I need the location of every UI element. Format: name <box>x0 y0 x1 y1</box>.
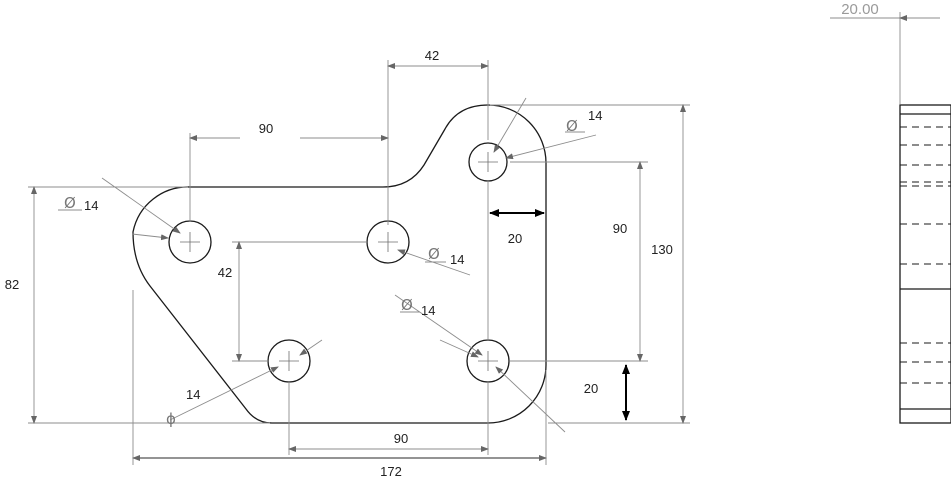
dim-side-thickness: 20.00 <box>841 1 879 18</box>
extension-lines <box>28 60 690 465</box>
callout-5-value: 14 <box>186 387 200 402</box>
dim-overall-width: 172 <box>380 464 402 479</box>
callout-3-value: 14 <box>588 108 602 123</box>
callout-1-symbol: Ø <box>64 194 76 212</box>
dim-right-hole-vertical: 90 <box>613 221 627 236</box>
dim-hole-row-vertical: 42 <box>218 265 232 280</box>
dim-upper-hole-spacing: 90 <box>259 121 273 136</box>
part-outline <box>132 104 547 424</box>
center-marks <box>180 152 498 371</box>
callout-4-symbol: Ø <box>401 296 413 314</box>
callout-4-value: 14 <box>421 303 435 318</box>
dim-edge-offset-right: 20 <box>508 231 522 246</box>
dim-edge-offset-bottom: 20 <box>584 381 598 396</box>
callout-2-value: 14 <box>450 252 464 267</box>
dim-top-hole-spacing: 42 <box>425 48 439 63</box>
dim-overall-height: 130 <box>651 242 673 257</box>
callout-1-value: 14 <box>84 198 98 213</box>
dim-bottom-hole-spacing: 90 <box>394 431 408 446</box>
dimension-lines: 42 90 90 130 82 42 90 172 20 20 <box>5 48 686 479</box>
callout-2-symbol: Ø <box>428 245 440 263</box>
callout-5-symbol: ϕ <box>166 410 176 428</box>
side-view: 20.00 <box>830 1 951 424</box>
dim-left-height: 82 <box>5 277 19 292</box>
callout-3-symbol: Ø <box>566 117 578 135</box>
hole-callouts: Ø 14 Ø 14 Ø 14 Ø 14 ϕ 14 <box>58 97 602 433</box>
